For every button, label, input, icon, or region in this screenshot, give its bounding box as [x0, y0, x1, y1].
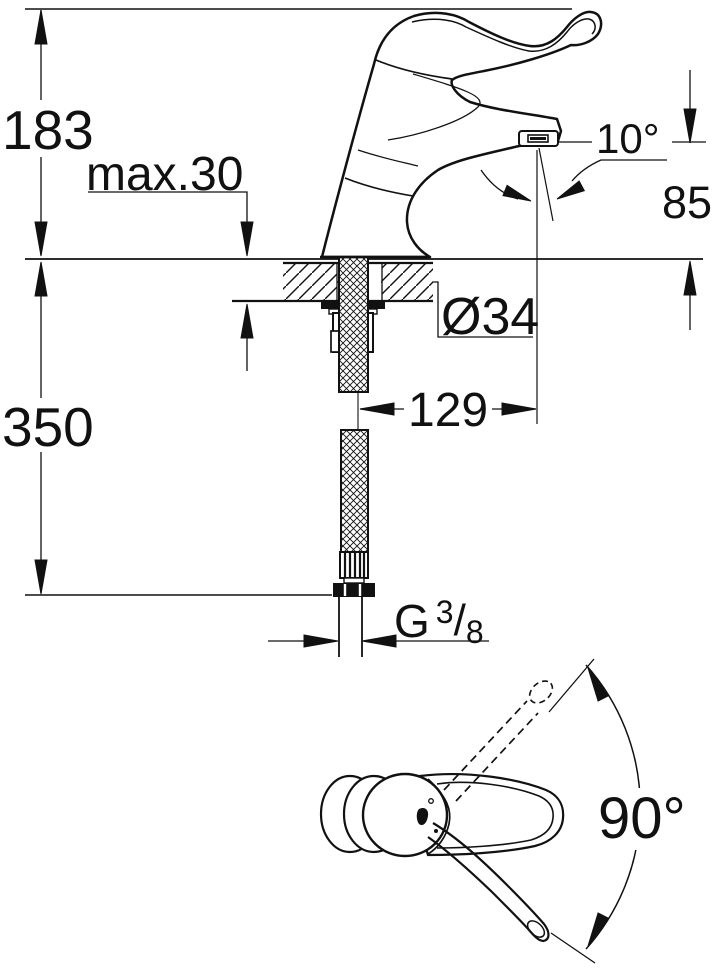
dim-label-10deg: 10° — [596, 115, 660, 162]
shank-and-hose — [321, 256, 385, 657]
lever-tip-dashed — [528, 680, 554, 704]
hose-hex-nut — [333, 583, 375, 597]
lever-position-dashed-lower — [455, 712, 539, 802]
deck-hatch-right — [382, 263, 433, 301]
dim-label-max30: max.30 — [86, 148, 244, 201]
thread-slash: / — [453, 596, 466, 645]
dimension-183 — [34, 9, 48, 257]
deck-hole-walls — [336, 263, 383, 301]
dimension-350 — [34, 261, 48, 595]
thread-numerator: 3 — [435, 594, 454, 630]
dim-label-183: 183 — [2, 99, 94, 161]
mounting-deck-section — [232, 261, 433, 303]
cartridge-dome-seam — [375, 59, 453, 80]
dimension-129 — [359, 402, 537, 416]
body-head-circle — [361, 772, 449, 858]
dim-label-85: 85 — [662, 177, 713, 228]
lever-inner-edge — [411, 18, 596, 52]
lever-tip — [526, 920, 546, 938]
dim-label-dia34: Ø34 — [441, 288, 540, 346]
dim-label-129: 129 — [408, 384, 489, 437]
marker-dot-bottom — [434, 829, 438, 833]
faucet-body-outline — [320, 10, 603, 259]
lever-position-solid-upper — [432, 822, 550, 943]
faucet-top-view — [319, 680, 565, 943]
dim-label-90deg: 90° — [594, 788, 690, 850]
lever-loop-top — [418, 773, 565, 857]
body-accent-curve — [387, 73, 481, 141]
dimension-max30 — [88, 191, 254, 371]
head-inner-curve — [427, 778, 451, 855]
body-accent-curve-2 — [357, 149, 419, 167]
g38-thread-end — [338, 597, 363, 657]
thread-prefix: G — [394, 595, 430, 647]
dimension-10deg — [480, 141, 667, 424]
body-lower-seam — [344, 177, 414, 197]
lever-position-dashed-upper — [443, 700, 528, 791]
faucet-side-view — [320, 10, 603, 259]
lever-loop-inner — [436, 781, 554, 849]
threaded-shank — [338, 256, 369, 393]
flexible-hose — [340, 429, 369, 553]
thread-denominator: 8 — [465, 614, 484, 650]
angled-stream-line — [538, 147, 554, 222]
marker-dot-top — [428, 798, 434, 804]
lever-position-solid-lower — [427, 836, 545, 943]
dimension-g38 — [268, 634, 489, 648]
deck-hatch-left — [283, 263, 337, 301]
temperature-marker — [416, 807, 429, 826]
dim-label-350: 350 — [2, 396, 94, 458]
dimension-85 — [672, 70, 706, 330]
